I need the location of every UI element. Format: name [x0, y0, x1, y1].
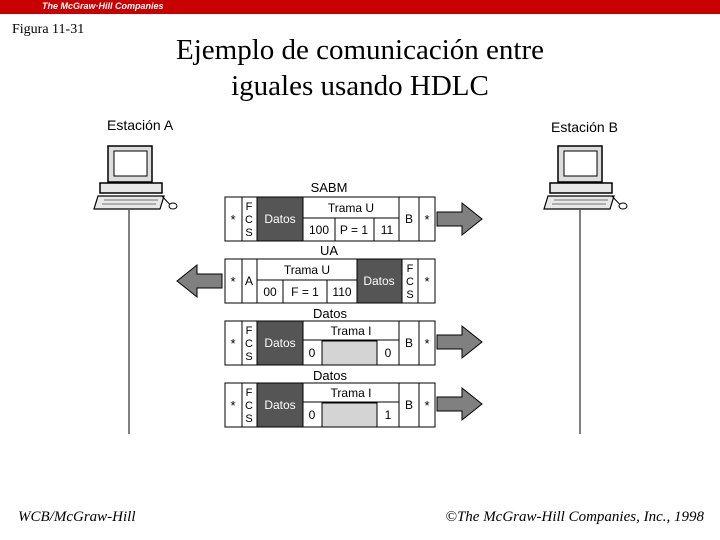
computer-icon-station-b	[543, 145, 628, 210]
fcs-label: S	[245, 227, 252, 239]
datos-field	[256, 382, 304, 428]
star-right: *	[424, 398, 429, 413]
left-arrow-icon	[176, 263, 223, 299]
copyright-icon: ©	[445, 509, 457, 525]
fcs-label: F	[407, 263, 414, 275]
footer-copyright-text: The McGraw-Hill Companies, Inc., 1998	[456, 509, 704, 525]
frame-type-label: Trama I	[331, 386, 372, 400]
frame-datos-2: Datos Datos * F C S Trama I 0 1 B *	[224, 368, 483, 428]
star-right: *	[424, 336, 429, 351]
frame-type-label: Trama I	[331, 324, 372, 338]
address-label: B	[405, 398, 413, 412]
slide-title-line-2: iguales usando HDLC	[231, 70, 489, 102]
address-label: A	[245, 274, 253, 288]
fcs-label: C	[245, 214, 253, 226]
fcs-label: S	[406, 289, 413, 301]
frame-caption: UA	[320, 243, 338, 258]
frame-caption: Datos	[313, 368, 347, 383]
fcs-label: S	[245, 351, 252, 363]
control-field-middle	[321, 402, 378, 428]
fcs-label: S	[245, 413, 252, 425]
right-arrow-icon	[436, 324, 483, 360]
fcs-label: C	[406, 276, 414, 288]
star-right: *	[424, 274, 429, 289]
datos-label: Datos	[264, 212, 295, 226]
frame-ua: UA Datos * A Trama U 00 F = 1 110 F C S …	[176, 243, 436, 304]
fcs-label: F	[246, 325, 253, 337]
control-field-middle	[321, 340, 378, 366]
figure-label: Figura 11-31	[12, 22, 85, 37]
fcs-label: C	[245, 400, 253, 412]
star-left: *	[230, 398, 235, 413]
star-left: *	[230, 336, 235, 351]
datos-field	[256, 320, 304, 366]
datos-label: Datos	[264, 336, 295, 350]
footer-publisher: WCB/McGraw-Hill	[18, 509, 136, 525]
datos-label: Datos	[363, 274, 394, 288]
frame-type-label: Trama U	[328, 201, 374, 215]
cell-value: 1	[385, 408, 392, 422]
station-b-label: Estación B	[551, 119, 618, 135]
publisher-banner: The McGraw·Hill Companies	[0, 0, 720, 14]
frame-caption: Datos	[313, 306, 347, 321]
frame-datos-1: Datos Datos * F C S Trama I 0 0 B *	[224, 306, 483, 366]
right-arrow-icon	[436, 386, 483, 422]
computer-icon-station-a	[93, 145, 178, 210]
footer-copyright: ©The McGraw-Hill Companies, Inc., 1998	[446, 509, 704, 526]
cell-value: 00	[263, 285, 277, 299]
fcs-label: F	[246, 387, 253, 399]
cell-value: 110	[332, 285, 351, 299]
station-a-label: Estación A	[107, 117, 174, 133]
star-right: *	[424, 212, 429, 227]
star-left: *	[230, 212, 235, 227]
slide-title: Ejemplo de comunicación entre iguales us…	[110, 32, 610, 104]
frame-sabm: SABM Datos * F C S Trama U 100 P = 1 11 …	[224, 180, 483, 242]
cell-value: P = 1	[340, 223, 368, 237]
star-left: *	[230, 274, 235, 289]
frame-type-label: Trama U	[284, 263, 330, 277]
cell-value: 100	[309, 223, 329, 237]
cell-value: 0	[309, 408, 316, 422]
cell-value: 11	[381, 223, 394, 237]
address-label: B	[405, 336, 413, 350]
publisher-logo-text: The McGraw·Hill Companies	[42, 1, 164, 11]
fcs-label: C	[245, 338, 253, 350]
datos-field	[256, 196, 304, 242]
right-arrow-icon	[436, 201, 483, 237]
slide-title-line-1: Ejemplo de comunicación entre	[176, 34, 544, 66]
cell-value: F = 1	[291, 285, 319, 299]
cell-value: 0	[309, 346, 316, 360]
datos-label: Datos	[264, 398, 295, 412]
fcs-label: F	[246, 201, 253, 213]
address-label: B	[405, 212, 413, 226]
cell-value: 0	[385, 346, 392, 360]
datos-field	[356, 258, 403, 304]
frame-caption: SABM	[311, 180, 348, 195]
